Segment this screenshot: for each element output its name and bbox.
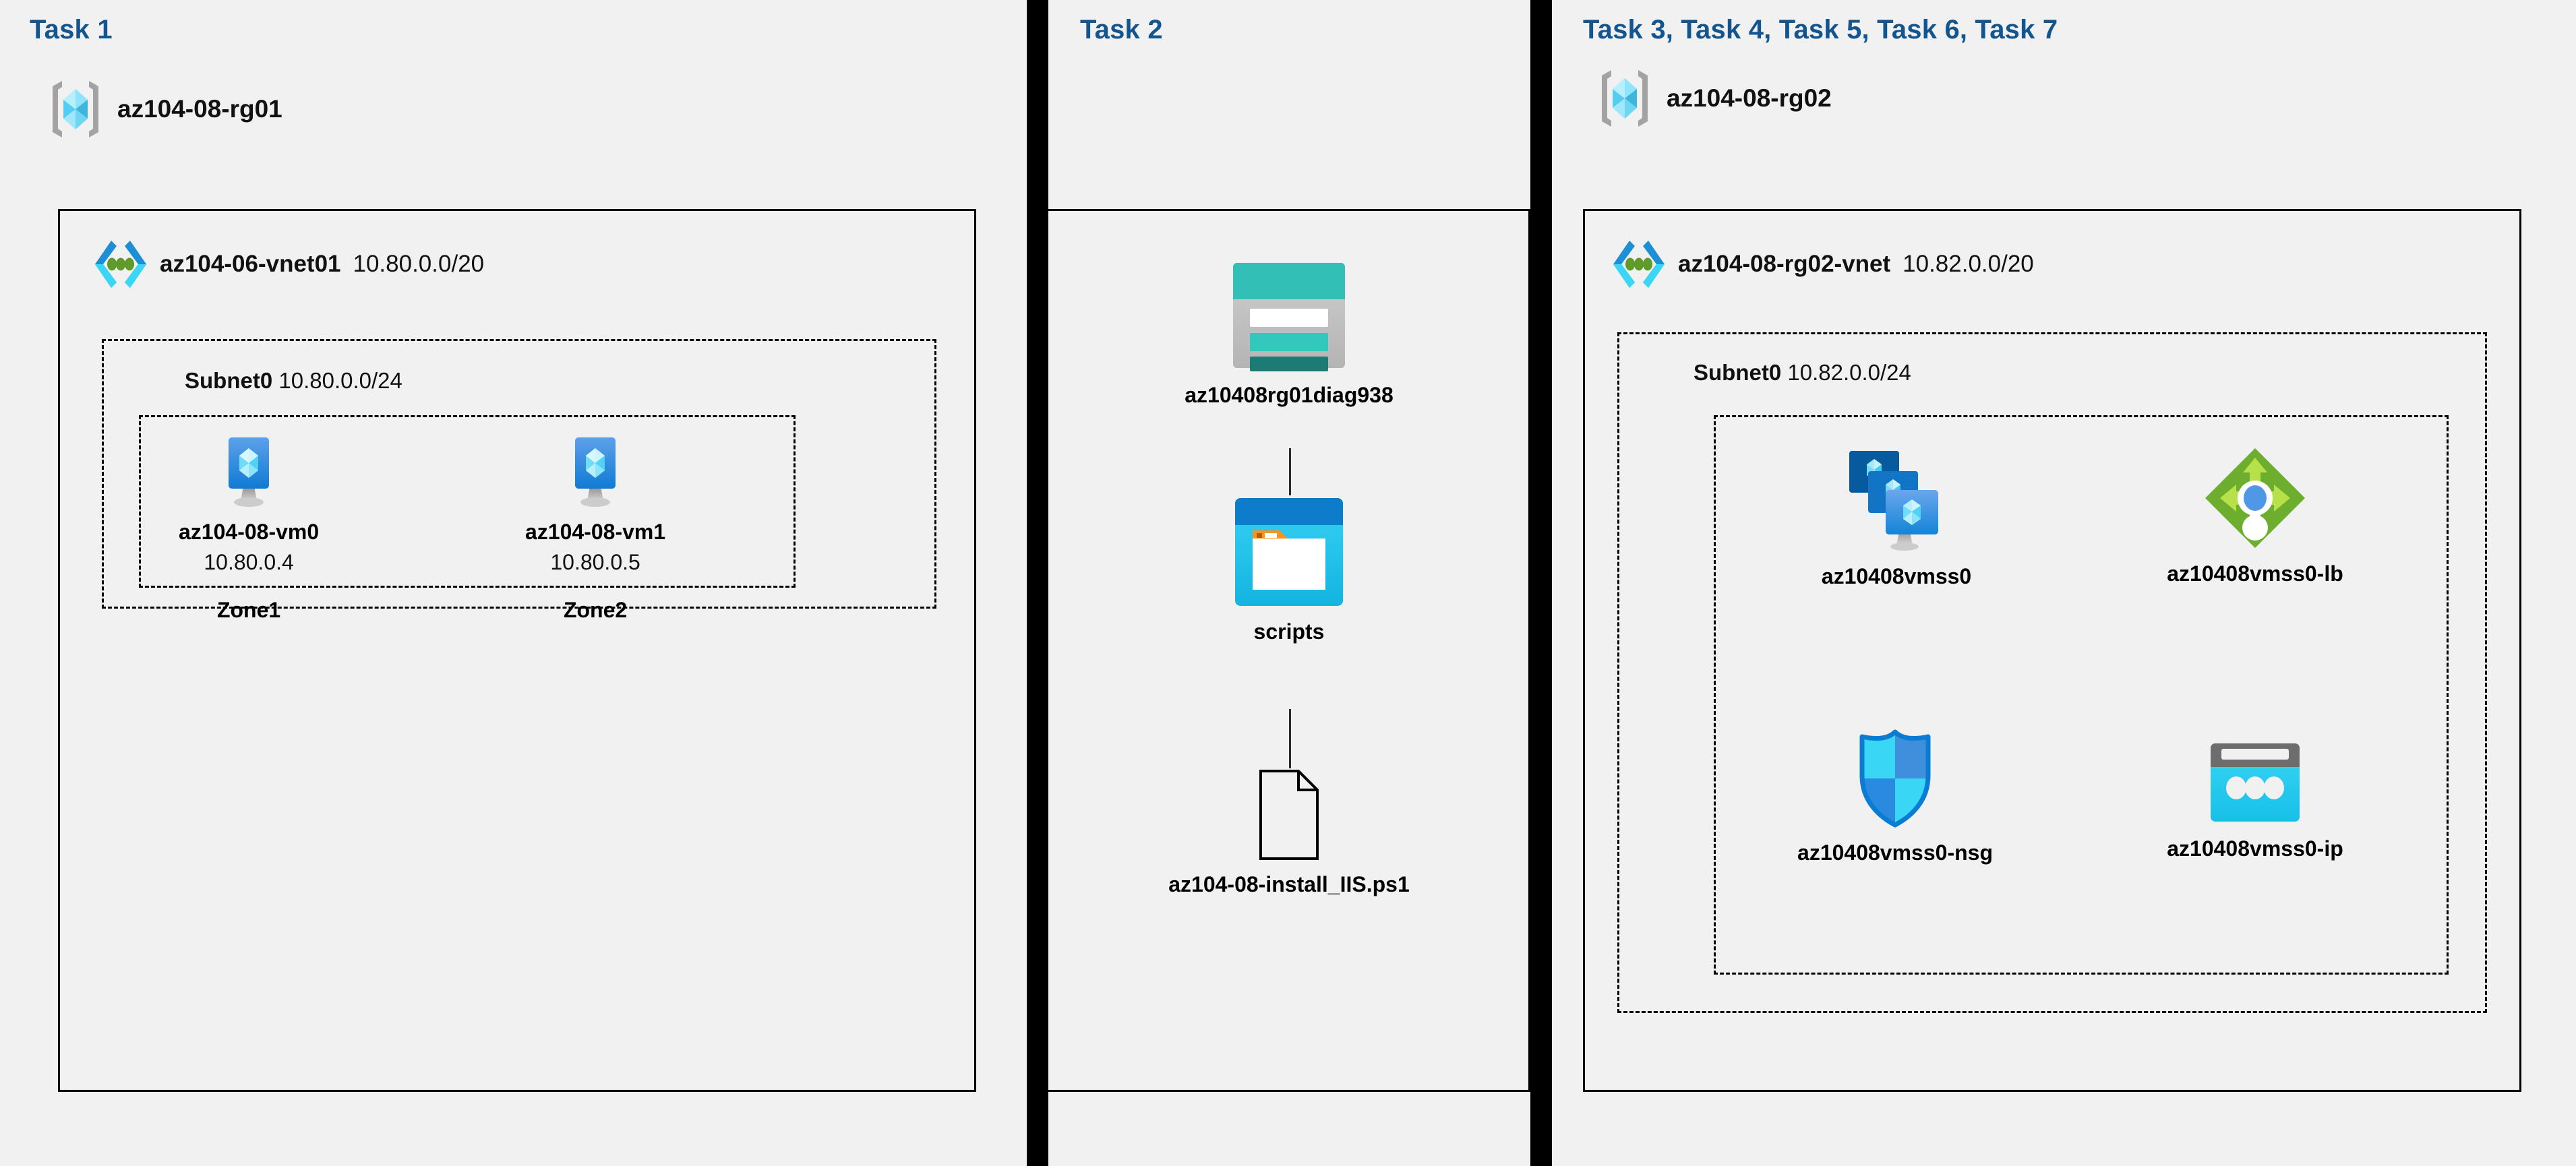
storage-account-name: az10408rg01diag938 xyxy=(1185,383,1394,407)
vm-az104-08-vm0[interactable]: az104-08-vm0 10.80.0.4 Zone1 xyxy=(179,435,319,623)
file-name: az104-08-install_IIS.ps1 xyxy=(1168,872,1410,896)
vnet-az104-08-rg02-vnet-box: az104-08-rg02-vnet 10.82.0.0/20 Subnet0 … xyxy=(1583,209,2521,1092)
vm-ip: 10.80.0.4 xyxy=(204,550,294,574)
resource-group-label: az104-08-rg01 xyxy=(117,95,282,123)
network-security-group-name: az10408vmss0-nsg xyxy=(1797,840,1993,865)
load-balancer-name: az10408vmss0-lb xyxy=(2167,561,2343,586)
vnet-cidr: 10.80.0.0/20 xyxy=(353,251,485,277)
virtual-network-icon xyxy=(94,238,148,290)
resource-group-icon xyxy=(49,78,102,140)
vm-name: az104-08-vm1 xyxy=(525,520,666,544)
subnet-name: Subnet0 xyxy=(1694,360,1782,385)
public-ip-address-az10408vmss0-ip[interactable]: az10408vmss0-ip xyxy=(2120,739,2390,861)
subnet-resources-box: az10408vmss0 xyxy=(1714,415,2449,975)
subnet-label: Subnet0 10.82.0.0/24 xyxy=(1694,360,1911,386)
public-ip-address-icon xyxy=(2207,739,2304,826)
task1-panel: Task 1 az104-08-rg01 xyxy=(0,0,1027,1166)
task2-panel: Task 2 az10408rg01diag938 xyxy=(1048,0,1530,1166)
task1-title: Task 1 xyxy=(30,15,113,44)
resource-group-label: az104-08-rg02 xyxy=(1667,84,1832,112)
network-security-group-icon xyxy=(1851,727,1939,830)
column-divider-2 xyxy=(1530,0,1552,1166)
virtual-machine-icon xyxy=(214,435,284,509)
subnet-cidr: 10.80.0.0/24 xyxy=(278,368,402,393)
connector-container-to-file xyxy=(1289,709,1291,768)
file-az104-08-install-iis-ps1[interactable]: az104-08-install_IIS.ps1 xyxy=(1107,768,1471,897)
virtual-machine-icon xyxy=(560,435,630,509)
vm-name: az104-08-vm0 xyxy=(179,520,320,544)
vnet-header: az104-08-rg02-vnet 10.82.0.0/20 xyxy=(1612,238,2034,290)
storage-account-az10408rg01diag938[interactable]: az10408rg01diag938 xyxy=(1147,257,1431,408)
vnet-header: az104-06-vnet01 10.80.0.0/20 xyxy=(94,238,484,290)
vnet-name: az104-06-vnet01 xyxy=(160,251,341,277)
resource-group-az104-08-rg02: az104-08-rg02 xyxy=(1598,67,1832,129)
load-balancer-icon xyxy=(2203,446,2308,551)
resource-group-az104-08-rg01: az104-08-rg01 xyxy=(49,78,282,140)
subnet-name: Subnet0 xyxy=(185,368,273,393)
blob-container-icon xyxy=(1232,495,1346,609)
vm-scale-set-icon xyxy=(1840,444,1953,553)
file-icon xyxy=(1255,768,1323,861)
vm-scale-set-name: az10408vmss0 xyxy=(1821,564,1972,588)
task3-title: Task 3, Task 4, Task 5, Task 6, Task 7 xyxy=(1583,15,2058,44)
storage-account-icon xyxy=(1228,257,1350,372)
vm-zone: Zone2 xyxy=(563,598,628,622)
blob-container-name: scripts xyxy=(1253,619,1325,644)
subnet-cidr: 10.82.0.0/24 xyxy=(1787,360,1911,385)
vnet-cidr: 10.82.0.0/20 xyxy=(1903,251,2034,277)
column-divider-1 xyxy=(1027,0,1048,1166)
subnet0-box: Subnet0 10.80.0.0/24 xyxy=(102,339,936,622)
blob-container-scripts[interactable]: scripts xyxy=(1222,495,1356,644)
subnet0-box: Subnet0 10.82.0.0/24 xyxy=(1617,332,2487,1013)
network-security-group-az10408vmss0-nsg[interactable]: az10408vmss0-nsg xyxy=(1780,727,2010,865)
vm-zone: Zone1 xyxy=(216,598,281,622)
task3-panel: Task 3, Task 4, Task 5, Task 6, Task 7 a… xyxy=(1552,0,2576,1166)
task2-title: Task 2 xyxy=(1080,15,1163,44)
vm-az104-08-vm1[interactable]: az104-08-vm1 10.80.0.5 Zone2 xyxy=(525,435,665,623)
vnet-az104-06-vnet01-box: az104-06-vnet01 10.80.0.0/20 Subnet0 10.… xyxy=(58,209,976,1092)
public-ip-address-name: az10408vmss0-ip xyxy=(2167,836,2343,861)
subnet-label: Subnet0 10.80.0.0/24 xyxy=(185,368,402,394)
availability-zones-box: az104-08-vm0 10.80.0.4 Zone1 xyxy=(139,415,796,622)
virtual-network-icon xyxy=(1612,238,1666,290)
connector-storage-to-container xyxy=(1289,448,1291,495)
vm-ip: 10.80.0.5 xyxy=(550,550,640,574)
resource-group-icon xyxy=(1598,67,1652,129)
vm-scale-set-az10408vmss0[interactable]: az10408vmss0 xyxy=(1789,444,2004,589)
load-balancer-az10408vmss0-lb[interactable]: az10408vmss0-lb xyxy=(2120,446,2390,586)
vnet-name: az104-08-rg02-vnet xyxy=(1678,251,1891,277)
